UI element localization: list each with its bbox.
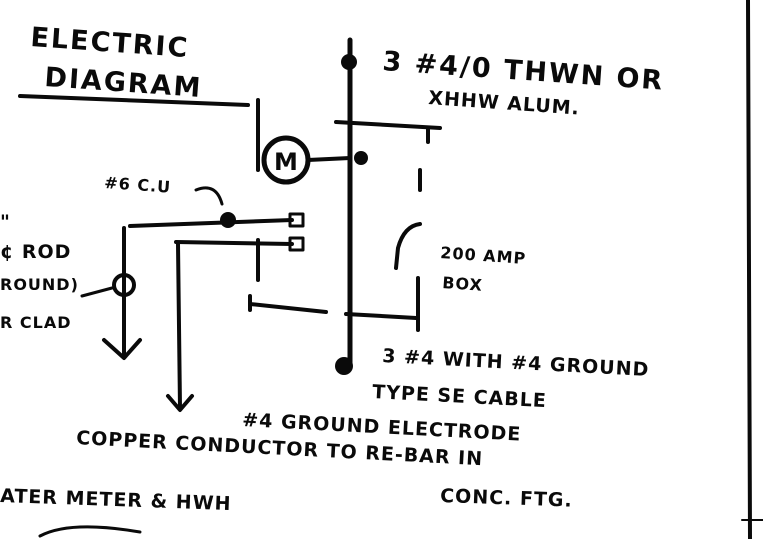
ground-rod-leader xyxy=(80,286,114,298)
ground-rod-label-4: R CLAD xyxy=(0,313,72,332)
bond-junction-node xyxy=(220,212,236,228)
panel-top-edge xyxy=(334,120,442,130)
water-meter-label: ATER METER & HWH xyxy=(0,485,232,515)
electrode-arrow xyxy=(166,394,194,412)
top-feed-label-2: XHHW ALUM. xyxy=(428,87,581,120)
ground-rod-clamp xyxy=(112,273,136,297)
neutral-lug-1 xyxy=(288,212,305,228)
panel-bottom-edge-right xyxy=(344,312,418,320)
bond-wire-leader xyxy=(194,186,224,206)
meter-label: M xyxy=(274,148,298,176)
neutral-lug-2 xyxy=(288,236,305,252)
page-border-right xyxy=(746,0,752,541)
meter-tap-node xyxy=(354,151,368,165)
bottom-feed-label-1: 3 #4 WITH #4 GROUND xyxy=(382,345,650,381)
ground-bus-lower xyxy=(174,240,294,246)
ground-rod-arrow xyxy=(102,338,142,360)
bottom-feed-node xyxy=(335,357,353,375)
meter-to-service-wire xyxy=(306,156,352,162)
panel-label-2: BOX xyxy=(442,273,484,295)
bond-wire-label: #6 C.U xyxy=(104,173,172,197)
water-meter-partial-line xyxy=(38,525,142,538)
ground-bus-upper xyxy=(128,218,294,228)
ground-rod-label-3: ROUND) xyxy=(0,275,79,294)
title-line-1: ELECTRIC xyxy=(30,22,191,64)
panel-bottom-edge xyxy=(248,294,328,314)
main-breaker-symbol xyxy=(394,222,422,270)
ground-rod-label-1: " xyxy=(0,211,11,233)
electrode-label-3: CONC. FTG. xyxy=(440,485,573,512)
ground-rod-label-2: ¢ ROD xyxy=(0,241,71,263)
electrode-conductor xyxy=(176,242,182,410)
panel-label-1: 200 AMP xyxy=(440,243,527,268)
title-underline xyxy=(18,94,250,107)
bottom-feed-label-2: TYPE SE CABLE xyxy=(372,381,548,412)
top-feed-node xyxy=(341,54,357,70)
top-feed-label-1: 3 #4/0 THWN OR xyxy=(382,46,666,97)
